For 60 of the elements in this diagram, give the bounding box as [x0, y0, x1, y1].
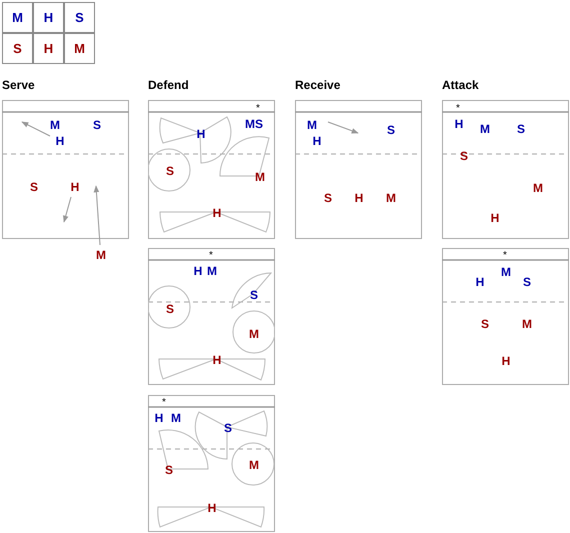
player-letter: H — [208, 502, 216, 514]
player-letter: S — [166, 165, 174, 177]
player-letter: H — [354, 192, 364, 204]
player-letter: S — [517, 123, 525, 135]
player-letter: M — [96, 249, 106, 261]
player-letter: H — [194, 265, 202, 277]
player-letter: H — [312, 135, 322, 147]
player-letter: S — [387, 124, 395, 136]
key-cell: S — [64, 2, 95, 33]
player-letter: S — [523, 276, 531, 288]
player-letter: H — [212, 207, 222, 219]
player-letter: H — [476, 276, 484, 288]
player-letter: M — [207, 265, 217, 277]
arrow — [63, 196, 72, 223]
player-letter: H — [56, 135, 64, 147]
player-letter: M — [255, 171, 265, 183]
player-letter: S — [324, 192, 332, 204]
key-cell: M — [64, 33, 95, 64]
arrow — [21, 122, 50, 136]
player-letter: H — [154, 412, 164, 424]
key-cell: S — [2, 33, 33, 64]
player-letter: H — [502, 355, 510, 367]
player-letter: M — [307, 119, 317, 131]
section-heading: Serve — [2, 78, 35, 92]
player-letter: M — [501, 266, 511, 278]
player-letter: H — [490, 212, 500, 224]
player-letter: M — [480, 123, 490, 135]
arrow — [328, 122, 359, 134]
player-letter: S — [165, 464, 173, 476]
section-heading: Defend — [148, 78, 189, 92]
player-letter: M — [533, 182, 543, 194]
player-letter: M — [249, 328, 259, 340]
key-cell: H — [33, 2, 64, 33]
player-letter: H — [212, 354, 222, 366]
player-letter: H — [196, 128, 206, 140]
section-heading: Receive — [295, 78, 340, 92]
player-letter: H — [454, 118, 464, 130]
player-letter: S — [30, 181, 38, 193]
player-letter: S — [460, 150, 468, 162]
asterisk-mark: * — [256, 104, 260, 114]
asterisk-mark: * — [209, 251, 213, 261]
player-letter: S — [250, 289, 258, 301]
player-letter: S — [224, 422, 232, 434]
player-letter: S — [166, 303, 174, 315]
key-cell: M — [2, 2, 33, 33]
player-letter: H — [70, 181, 80, 193]
asterisk-mark: * — [162, 398, 166, 408]
asterisk-mark: * — [456, 104, 460, 114]
player-letter: M — [50, 119, 60, 131]
asterisk-mark: * — [503, 251, 507, 261]
player-letter: MS — [245, 118, 263, 130]
key-cell: H — [33, 33, 64, 64]
player-letter: M — [522, 318, 532, 330]
player-letter: M — [171, 412, 181, 424]
player-letter: S — [93, 119, 101, 131]
player-letter: S — [481, 318, 489, 330]
arrow — [94, 185, 100, 246]
player-letter: M — [249, 459, 259, 471]
player-letter: M — [386, 192, 396, 204]
section-heading: Attack — [442, 78, 479, 92]
